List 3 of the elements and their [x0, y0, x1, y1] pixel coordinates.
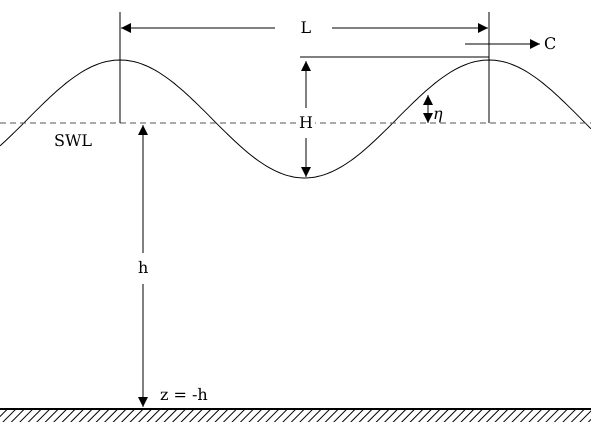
- dimension-label: η: [432, 105, 444, 123]
- depth-label: z = -h: [159, 386, 209, 404]
- water-level-label: SWL: [53, 132, 94, 150]
